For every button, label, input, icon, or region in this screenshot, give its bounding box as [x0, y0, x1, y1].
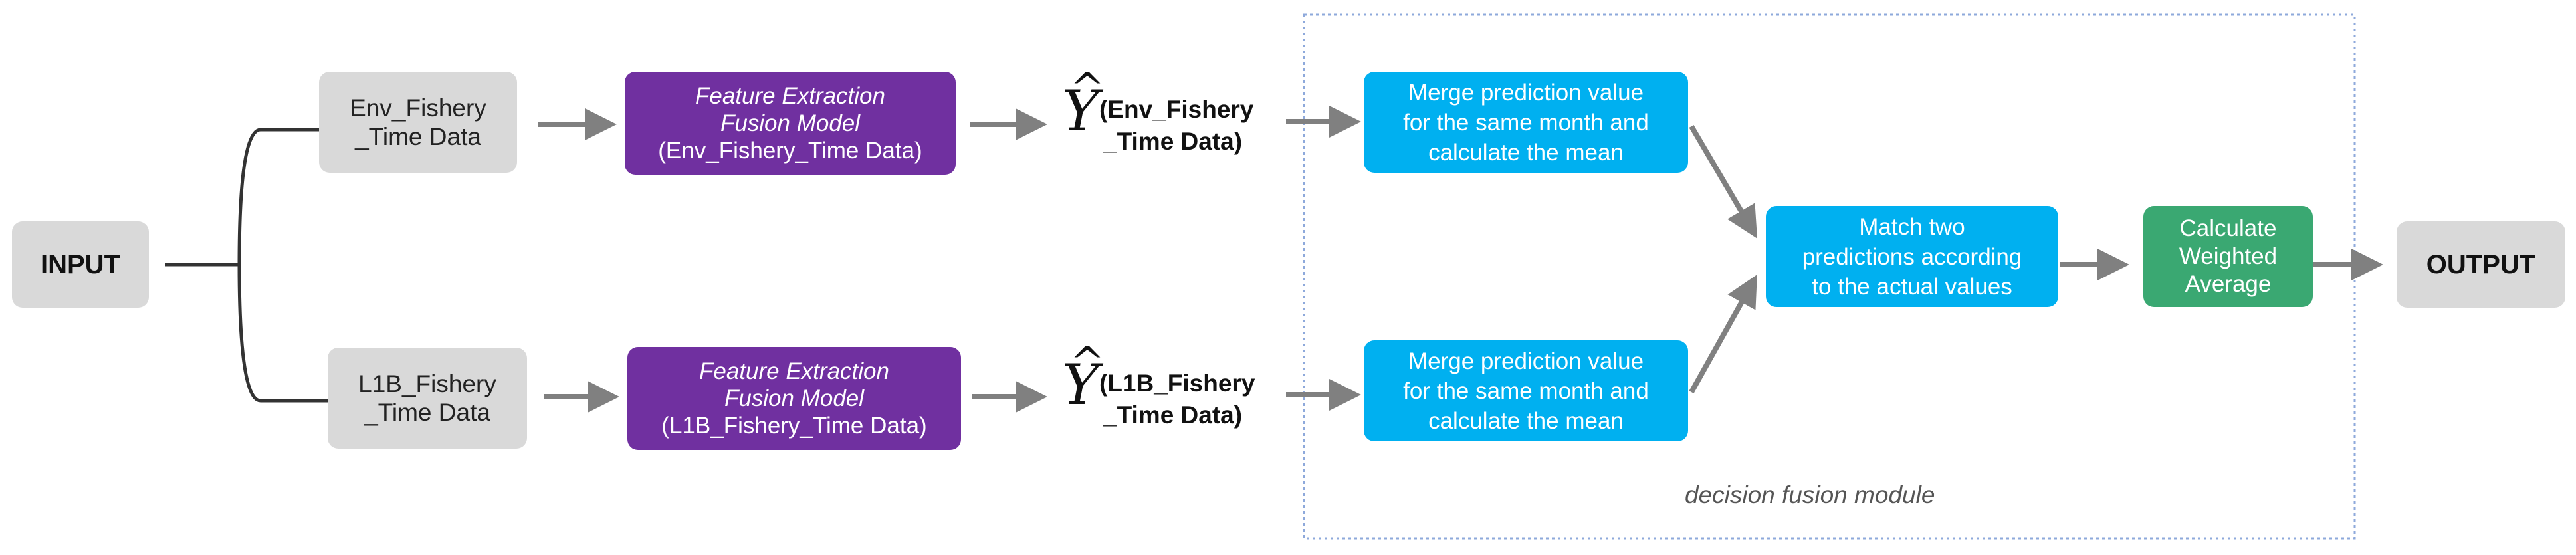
weighted-line2: Weighted	[2179, 243, 2278, 269]
env-data-line2: _Time Data	[355, 123, 481, 150]
l1b-y-hat-symbol: ^ Y	[1062, 338, 1105, 413]
l1b-model-line3: (L1B_Fishery_Time Data)	[661, 413, 927, 439]
weighted-average-box: Calculate Weighted Average	[2143, 206, 2313, 307]
l1b-model-line1: Feature Extraction	[699, 358, 889, 384]
input-brace	[165, 128, 331, 403]
env-prediction-text: (Env_Fishery _Time Data)	[1099, 94, 1253, 158]
weighted-line1: Calculate	[2179, 215, 2277, 241]
env-model-line2: Fusion Model	[720, 110, 861, 136]
env-model-line3: (Env_Fishery_Time Data)	[658, 138, 922, 164]
env-merge-line1: Merge prediction value	[1408, 79, 1644, 106]
l1b-prediction-text: (L1B_Fishery _Time Data)	[1099, 368, 1255, 431]
l1b-y-letter: Y	[1062, 352, 1099, 417]
l1b-merge-line2: for the same month and	[1403, 378, 1649, 404]
l1b-data-line2: _Time Data	[364, 399, 490, 426]
l1b-merge-line3: calculate the mean	[1428, 407, 1624, 434]
input-box: INPUT	[12, 221, 149, 308]
weighted-line3: Average	[2185, 271, 2272, 297]
l1b-model-line2: Fusion Model	[724, 386, 865, 411]
env-prediction-line2: _Time Data)	[1103, 128, 1243, 155]
env-merge-line3: calculate the mean	[1428, 139, 1624, 166]
l1b-merge-line1: Merge prediction value	[1408, 348, 1644, 374]
match-predictions-box: Match two predictions according to the a…	[1766, 206, 2058, 307]
match-line2: predictions according	[1802, 243, 2022, 270]
env-prediction-line1: (Env_Fishery	[1099, 96, 1254, 123]
env-fishery-data-box: Env_Fishery _Time Data	[319, 72, 517, 173]
env-merge-line2: for the same month and	[1403, 109, 1649, 136]
l1b-feature-extraction-model-box: Feature Extraction Fusion Model (L1B_Fis…	[627, 347, 961, 450]
input-label: INPUT	[41, 249, 120, 279]
env-prediction-label: ^ Y (Env_Fishery _Time Data)	[1062, 64, 1253, 158]
l1b-fishery-data-box: L1B_Fishery _Time Data	[328, 348, 527, 449]
output-box: OUTPUT	[2397, 221, 2565, 308]
l1b-data-line1: L1B_Fishery	[358, 370, 496, 397]
env-merge-mean-box: Merge prediction value for the same mont…	[1364, 72, 1688, 173]
l1b-prediction-line1: (L1B_Fishery	[1099, 370, 1255, 397]
l1b-merge-mean-box: Merge prediction value for the same mont…	[1364, 340, 1688, 441]
l1b-prediction-label: ^ Y (L1B_Fishery _Time Data)	[1062, 338, 1255, 431]
match-line3: to the actual values	[1812, 273, 2012, 300]
l1b-prediction-line2: _Time Data)	[1103, 401, 1243, 429]
env-data-line1: Env_Fishery	[350, 94, 486, 122]
env-feature-extraction-model-box: Feature Extraction Fusion Model (Env_Fis…	[625, 72, 956, 175]
match-line1: Match two	[1859, 213, 1965, 240]
env-hat-mark: ^	[1070, 64, 1105, 112]
env-y-hat-symbol: ^ Y	[1062, 64, 1105, 139]
env-y-letter: Y	[1062, 78, 1099, 144]
l1b-hat-mark: ^	[1070, 338, 1105, 386]
env-model-line1: Feature Extraction	[695, 83, 885, 109]
arrow-l1b-merge-to-match	[1689, 275, 1757, 393]
decision-fusion-module-label: decision fusion module	[1685, 481, 1935, 508]
arrow-env-merge-to-match	[1689, 124, 1758, 239]
output-label: OUTPUT	[2426, 249, 2536, 279]
